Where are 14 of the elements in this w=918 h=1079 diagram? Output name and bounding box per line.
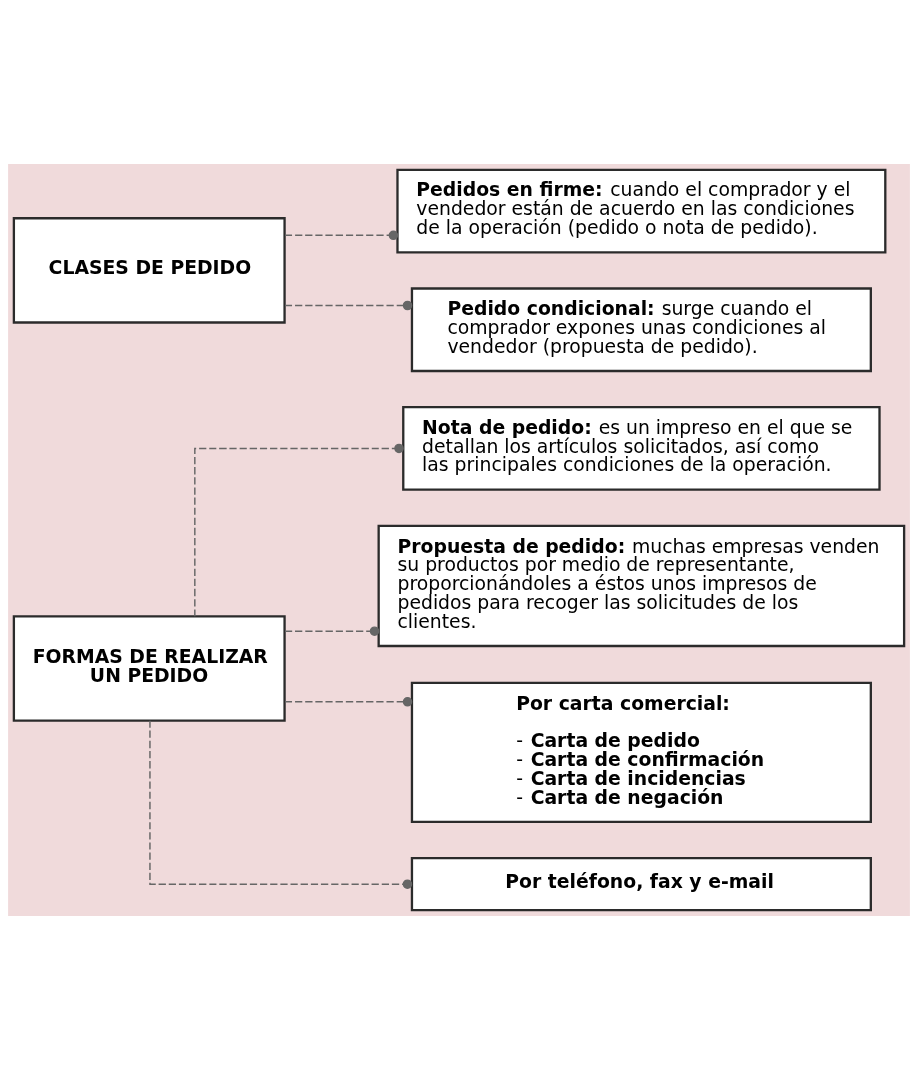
connector [194, 443, 404, 617]
node-box: CLASES DE PEDIDO [12, 216, 286, 324]
node-box: Propuesta de pedido: muchas empresas venden su productos por medio de representante, proporcionándoles a éstos unos impresos de pedidos para recoger las solicitudes de los clientes. [377, 524, 906, 647]
connector [284, 625, 380, 636]
node-box: Por carta comercial: - Carta de pedido - Carta de confirmación - Carta de incidencias - Carta de negación [410, 681, 872, 823]
node-box: Pedidos en firme: cuando el comprador y el vendedor están de acuerdo en las condiciones de la operación (pedido o nota de pedido). [396, 168, 887, 253]
node-box: Pedido condicional: surge cuando el comprador expones unas condiciones al vendedor (propuesta de pedido). [410, 286, 872, 372]
connector [284, 230, 399, 240]
node-box: FORMAS DE REALIZAR UN PEDIDO [12, 614, 286, 722]
node-box: Nota de pedido: es un impreso en el que se detallan los artículos solicitados, así como las principales condiciones de la operación. [402, 405, 881, 491]
connector [284, 300, 413, 310]
connector [284, 696, 413, 707]
connector [149, 719, 413, 889]
node-box: Por teléfono, fax y e-mail [410, 856, 872, 911]
